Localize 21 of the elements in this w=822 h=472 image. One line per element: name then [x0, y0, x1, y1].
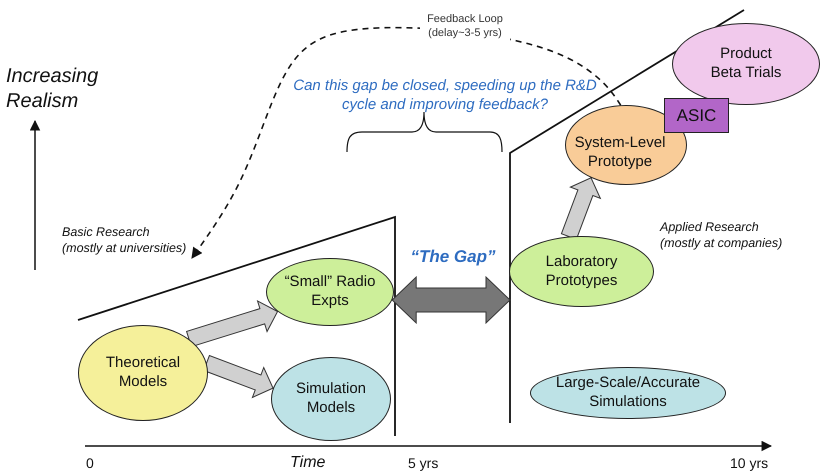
gap-label: “The Gap”	[409, 246, 496, 268]
node-label: ASIC	[676, 104, 716, 126]
axis-title: Time	[290, 453, 326, 472]
node-label: System-Level Prototype	[574, 134, 666, 172]
tick-label: 10 yrs	[730, 455, 770, 472]
edge-label: Feedback Loop (delay~3-5 yrs)	[420, 13, 510, 40]
axis-title: Increasing Realism	[6, 64, 100, 114]
process-box	[664, 98, 729, 133]
node-label: “Small” Radio Expts	[284, 273, 376, 311]
region-label: Applied Research (mostly at companies)	[660, 220, 784, 252]
block-arrow	[186, 300, 278, 348]
double-block-arrow	[391, 276, 511, 324]
node-label: Laboratory Prototypes	[544, 252, 618, 290]
node-label: Simulation Models	[294, 380, 368, 418]
tick-label: 0	[86, 455, 95, 472]
region-label: Basic Research (mostly at universities)	[62, 225, 188, 257]
question-text: Can this gap be closed, speeding up the R&D cycle and improving feedback?	[292, 77, 598, 114]
node-label: Large-Scale/Accurate Simulations	[554, 374, 702, 412]
node-label: Theoretical Models	[104, 354, 182, 392]
node-label: Product Beta Trials	[710, 45, 782, 83]
tick-label: 5 yrs	[408, 455, 440, 472]
